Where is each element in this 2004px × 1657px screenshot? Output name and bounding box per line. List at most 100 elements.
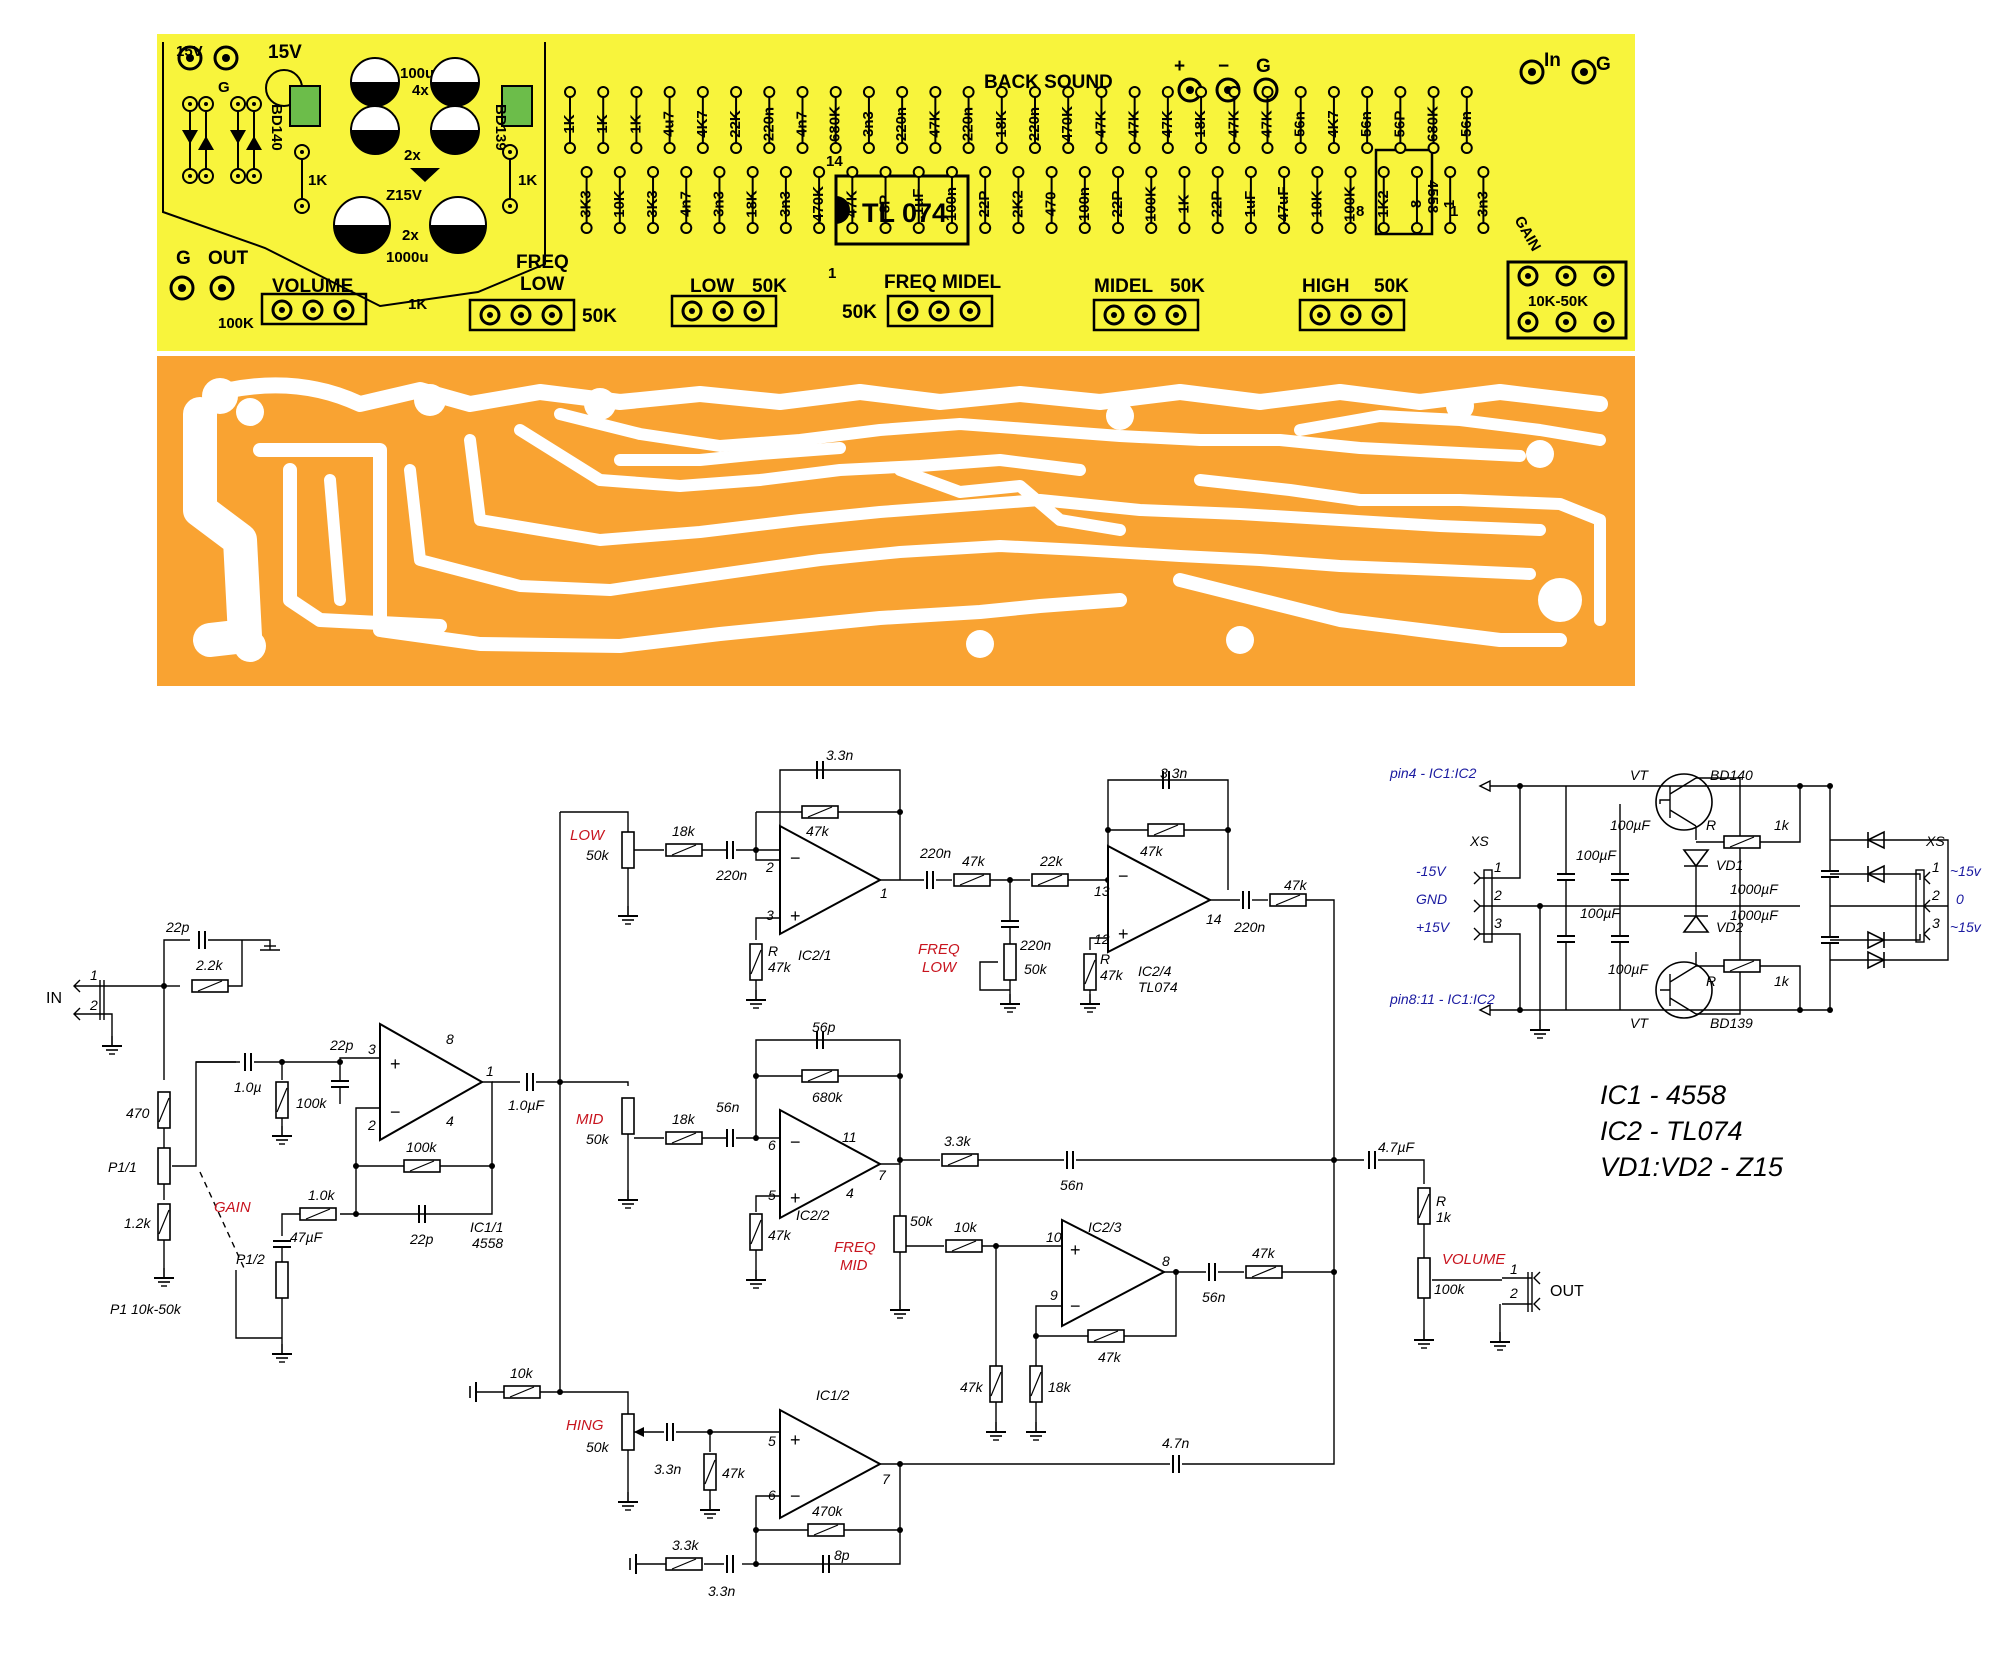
silk-part: 2K2 [1009, 166, 1026, 234]
silk-part-label: 10K [611, 190, 628, 218]
svg-text:+: + [1070, 1240, 1081, 1260]
mid-band: MID 50k 18k 56n 56p 680k − + 6 5 11 4 7 … [576, 1019, 1337, 1289]
input-connector: IN 1 2 [46, 967, 164, 1055]
svg-text:8p: 8p [834, 1547, 850, 1563]
svg-text:MID: MID [840, 1257, 868, 1274]
tl074-label: TL 074 [862, 198, 947, 228]
svg-text:220n: 220n [1019, 937, 1051, 953]
svg-text:18k: 18k [672, 1111, 696, 1127]
svg-text:10k: 10k [954, 1219, 978, 1235]
svg-text:100µF: 100µF [1580, 905, 1621, 921]
svg-text:1K: 1K [308, 172, 327, 189]
svg-text:LOW: LOW [922, 959, 958, 976]
silk-part-label: 56n [1358, 111, 1375, 137]
caps-small-label: 2x [404, 147, 421, 164]
silk-part: 8 [1408, 166, 1425, 234]
silk-part-label: 4n7 [677, 191, 694, 217]
silk-part: 47K [1092, 86, 1109, 154]
silk-part-label: 8P [877, 195, 894, 213]
note-vd: VD1:VD2 - Z15 [1600, 1152, 1784, 1182]
svg-text:2: 2 [765, 859, 774, 875]
svg-text:XS: XS [1925, 833, 1945, 849]
silk-part: 100n [1076, 166, 1093, 234]
silk-part: 18K [1192, 86, 1209, 154]
midel-label: MIDEL [1094, 276, 1154, 297]
svg-text:VT: VT [1630, 767, 1649, 783]
gain-stage: 22p 2.2k 470 P1/1 1.2k P1 10k-50k GAIN 1… [108, 919, 560, 1363]
silk-part-label: 1uF [1242, 191, 1259, 218]
silk-part: 220n [960, 86, 977, 154]
svg-text:22k: 22k [1039, 853, 1064, 869]
svg-text:1: 1 [880, 885, 888, 901]
silk-part-label: 1K [561, 114, 578, 133]
svg-text:50k: 50k [1024, 961, 1048, 977]
svg-text:VD1: VD1 [1716, 857, 1743, 873]
svg-text:FREQ: FREQ [918, 941, 960, 958]
mid-label: MID [576, 1111, 604, 1128]
silk-part: 1K [627, 86, 644, 154]
silk-part-label: 220n [893, 107, 910, 141]
svg-text:1000µF: 1000µF [1730, 907, 1779, 923]
silk-part-label: 100K [1142, 186, 1159, 222]
copper-layer [157, 356, 1635, 686]
silk-part-label: 220n [760, 107, 777, 141]
svg-text:−: − [790, 1486, 801, 1506]
svg-text:−: − [790, 1132, 801, 1152]
svg-text:8: 8 [446, 1031, 454, 1047]
svg-text:FREQ: FREQ [516, 252, 569, 273]
freq-low-value: 50K [582, 306, 617, 327]
silk-part: 10K [1308, 166, 1325, 234]
silk-part-label: 22P [1209, 191, 1226, 218]
silk-part-label: 1K [1175, 194, 1192, 213]
svg-text:13: 13 [1094, 883, 1110, 899]
svg-text:GND: GND [1416, 891, 1447, 907]
silk-part-label: 47K [1092, 110, 1109, 138]
svg-text:IC2/2: IC2/2 [796, 1207, 830, 1223]
svg-text:220n: 220n [1233, 919, 1265, 935]
silk-part-label: 680K [827, 106, 844, 142]
silk-part: 56n [1292, 86, 1309, 154]
midel-pot: MIDEL 50K [1092, 276, 1205, 332]
silk-part: 470K [1059, 86, 1076, 154]
in-label: In [1544, 50, 1561, 71]
silk-part: 3n3 [860, 86, 877, 154]
svg-text:56n: 56n [1060, 1177, 1084, 1193]
input-label: IN [46, 990, 62, 1007]
silk-part: 22P [976, 166, 993, 234]
silk-part-label: 3K3 [644, 190, 661, 218]
low-label: LOW [690, 276, 734, 297]
svg-text:1k: 1k [1774, 973, 1790, 989]
silk-part-label: 4K7 [1325, 110, 1342, 138]
output-label: OUT [1550, 1283, 1584, 1300]
caps-top-label: 100u [400, 65, 434, 82]
svg-text:+15V: +15V [1416, 919, 1451, 935]
silk-part-label: 1K [594, 114, 611, 133]
svg-text:50k: 50k [586, 1131, 610, 1147]
svg-text:−: − [390, 1102, 401, 1122]
svg-text:pin4 - IC1:IC2: pin4 - IC1:IC2 [1389, 765, 1477, 781]
svg-text:1K: 1K [518, 172, 537, 189]
silk-part: 22K [727, 86, 744, 154]
silk-part-label: 47K [1225, 110, 1242, 138]
silk-part-label: 47K [926, 110, 943, 138]
svg-text:1: 1 [486, 1063, 494, 1079]
silk-part: 4K7 [1325, 86, 1342, 154]
silk-part-label: 470K [1059, 106, 1076, 142]
low-label: LOW [570, 827, 606, 844]
svg-text:R: R [1436, 1193, 1446, 1209]
svg-text:18k: 18k [672, 823, 696, 839]
svg-text:47k: 47k [768, 959, 792, 975]
silk-part: 100n [943, 166, 960, 234]
svg-text:56n: 56n [1202, 1289, 1226, 1305]
svg-text:18k: 18k [1048, 1379, 1072, 1395]
silk-part-label: 47K [1259, 110, 1276, 138]
svg-text:1: 1 [1510, 1261, 1518, 1277]
silk-part: 18K [744, 166, 761, 234]
silk-part: 8P [877, 166, 894, 234]
svg-text:100µF: 100µF [1610, 817, 1651, 833]
svg-text:IC1/2: IC1/2 [816, 1387, 850, 1403]
svg-text:+: + [1118, 924, 1129, 944]
freq-midel-value: 50K [842, 302, 877, 323]
freq-low-pot: FREQ LOW 50K [468, 252, 617, 332]
svg-text:1K: 1K [408, 296, 427, 313]
